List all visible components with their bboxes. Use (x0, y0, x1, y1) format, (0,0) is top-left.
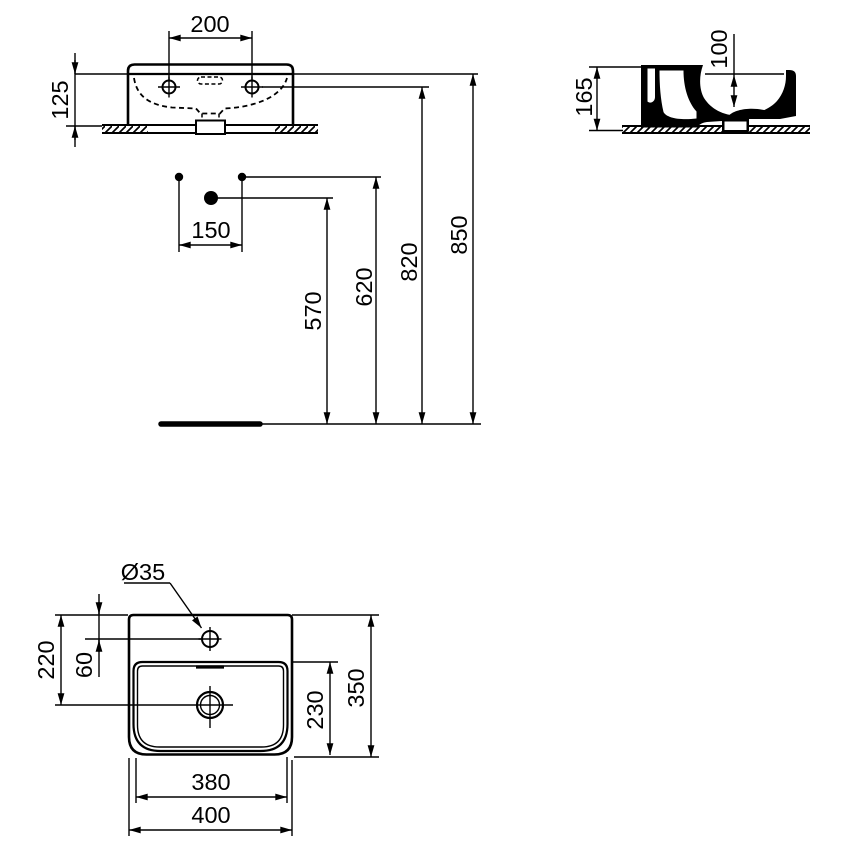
dim-820: 820 (262, 86, 429, 424)
installation-heights: 150 570 620 820 850 (158, 74, 481, 427)
plan-bowl-outer (132, 660, 289, 753)
dim-125: 125 (47, 53, 102, 147)
basin-outline (126, 63, 295, 125)
plan-view: Ø35 220 60 230 350 (33, 559, 379, 836)
overflow-slot-icon (196, 76, 224, 85)
side-wall-hatch (622, 126, 810, 133)
dim-850-label: 850 (446, 215, 472, 254)
dim-230-label: 230 (302, 690, 328, 729)
dim-620: 620 (351, 177, 380, 424)
plan-tap-hole-icon (198, 627, 222, 651)
dim-380-label: 380 (191, 769, 230, 795)
dim-165: 165 (571, 66, 644, 132)
dim-100: 100 (706, 29, 738, 107)
dim-570: 570 (300, 198, 331, 424)
wall-hatch-right (275, 125, 318, 133)
dim-620-label: 620 (351, 267, 377, 306)
plan-outline (127, 613, 294, 756)
dim-60: 60 (71, 594, 103, 678)
dim-230: 230 (291, 661, 338, 755)
bowl-hidden-edge (133, 77, 288, 115)
dim-220: 220 (33, 614, 128, 705)
waste-flange (729, 108, 774, 116)
dim-220-label: 220 (33, 640, 59, 679)
front-view: 200 125 (47, 11, 478, 147)
dim-350: 350 (292, 614, 379, 758)
waste-outlet-icon (195, 686, 225, 728)
dim-60-label: 60 (71, 652, 97, 678)
waste-trap-box (195, 119, 226, 135)
dim-125-label: 125 (47, 80, 73, 119)
side-waste-box (722, 119, 749, 132)
fixing-channel-cutout (647, 68, 655, 103)
dim-100-label: 100 (706, 29, 732, 68)
side-view: 165 100 (571, 29, 810, 134)
dim-400-label: 400 (191, 802, 230, 828)
wall-hatch-left (102, 125, 148, 133)
back-channel-cutout (659, 70, 697, 120)
dim-150: 150 (178, 181, 243, 252)
dim-200: 200 (168, 11, 253, 80)
dim-350-label: 350 (343, 668, 369, 707)
dim-850: 850 (446, 74, 477, 424)
dim-400: 400 (128, 758, 293, 836)
dim-820-label: 820 (396, 242, 422, 281)
dim-165-label: 165 (571, 77, 597, 116)
dim-380: 380 (135, 757, 288, 803)
dim-570-label: 570 (300, 291, 326, 330)
dim-200-label: 200 (190, 11, 229, 37)
dim-d35-label: Ø35 (121, 559, 165, 585)
dim-tap-diameter: Ø35 (121, 559, 203, 629)
plan-bowl-inner (136, 665, 285, 748)
dim-150-label: 150 (191, 217, 230, 243)
fixing-point-dot-left (174, 172, 184, 182)
